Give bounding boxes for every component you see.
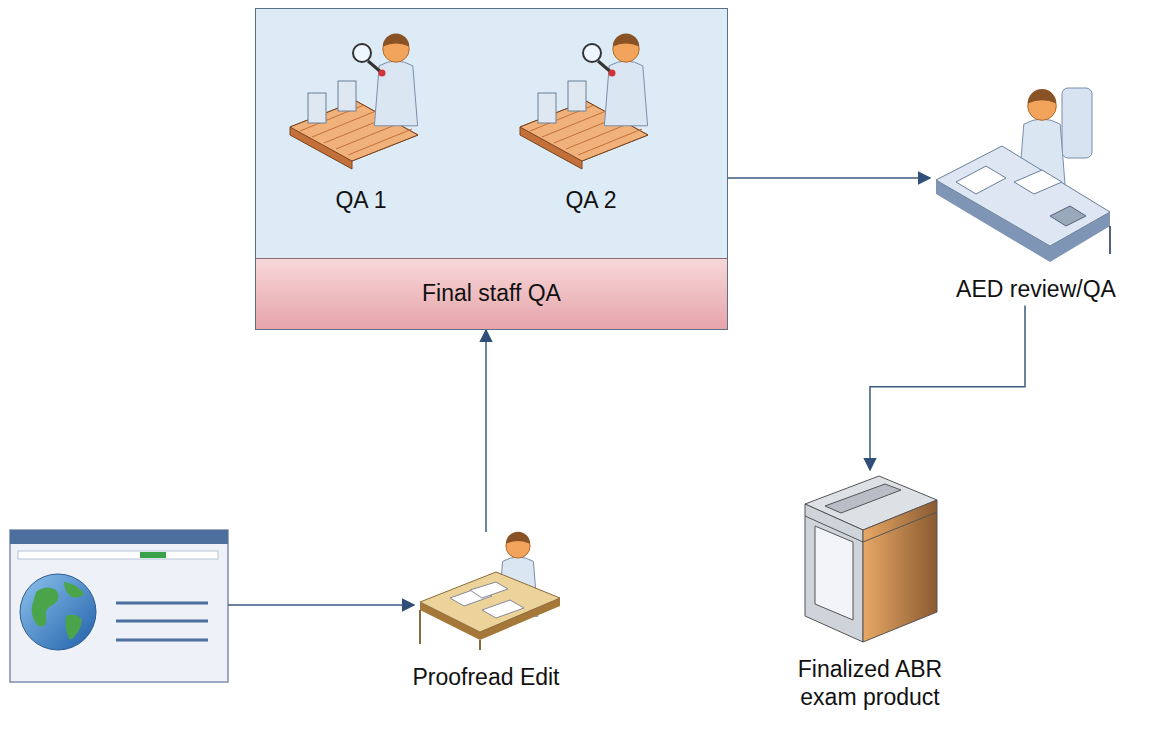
node-text: Proofread Edit (400, 664, 572, 692)
proofreader-icon (420, 532, 560, 650)
crate-front (805, 504, 863, 642)
icon (930, 86, 1142, 270)
qa-station: QA 2 (516, 31, 666, 215)
crate-edge (863, 512, 937, 542)
reviewer-icon (936, 88, 1110, 262)
node-label: Finalized ABR exam product (775, 656, 965, 711)
person-hair (1028, 89, 1057, 103)
document (1014, 170, 1062, 194)
text-line (116, 620, 208, 623)
product-box (308, 93, 326, 123)
node-label: QA 2 (516, 187, 666, 215)
crate-side (863, 500, 937, 642)
belt-roller (578, 129, 642, 155)
belt-roller (566, 123, 630, 149)
icon (400, 532, 572, 658)
crate-panel (815, 526, 853, 620)
crate-edge (805, 516, 863, 542)
crate-lid-band (825, 484, 901, 513)
conveyor-inspector (290, 33, 418, 169)
desk-top (420, 572, 560, 632)
qa-panel: Final staff QA QA 1 QA 2 (255, 8, 728, 330)
staff-band: Final staff QA (256, 258, 727, 329)
person-hair (383, 33, 409, 46)
icon (516, 31, 666, 181)
belt-roller (336, 123, 400, 149)
qa-station: QA 1 (286, 31, 436, 215)
person-body (604, 61, 647, 126)
icon (286, 31, 436, 181)
hand (609, 70, 616, 77)
node-label: AED review/QA (930, 276, 1142, 304)
belt-roller (348, 129, 412, 155)
desk-leg (479, 640, 481, 650)
text-line (116, 602, 208, 605)
magnifier-lens (583, 44, 601, 62)
progress-mark (140, 552, 166, 558)
product-box (538, 93, 556, 123)
window-frame (10, 530, 228, 682)
flow-arrow (870, 306, 1025, 470)
flow-arrow (485, 330, 487, 532)
text-line (116, 639, 208, 642)
web-page-icon (10, 530, 228, 682)
node-label: QA 1 (286, 187, 436, 215)
conveyor-inspector (520, 33, 648, 169)
node-text: AED review/QA (930, 276, 1142, 304)
paper (482, 600, 524, 618)
phone (1050, 206, 1086, 226)
continent (64, 582, 84, 640)
proofread-station: Proofread Edit (400, 532, 572, 692)
flow-arrow (728, 177, 930, 179)
title-bar (10, 530, 228, 544)
keyboard (956, 166, 1006, 194)
review-station: AED review/QA (930, 86, 1142, 304)
person-body (374, 61, 417, 126)
icon (775, 470, 965, 650)
desk-leg (419, 610, 421, 644)
desk-top (936, 146, 1110, 246)
node-text: Final staff QA (422, 280, 561, 308)
continent (32, 587, 59, 626)
node-label: Proofread Edit (400, 664, 572, 692)
person-hair (506, 532, 530, 544)
magnifier-lens (353, 44, 371, 62)
product-box (338, 81, 356, 111)
input-arrow (228, 604, 414, 606)
product-box (568, 81, 586, 111)
node-text: QA 2 (516, 187, 666, 215)
paper (470, 582, 508, 598)
chair-back (1062, 88, 1092, 158)
crate-icon (805, 476, 937, 642)
node-text: Finalized ABR exam product (775, 656, 965, 711)
node-text: QA 1 (286, 187, 436, 215)
address-bar (18, 551, 218, 559)
final-product: Finalized ABR exam product (775, 470, 965, 711)
globe (20, 574, 96, 650)
person-hair (613, 33, 639, 46)
hand (379, 70, 386, 77)
desk-leg (1109, 226, 1111, 254)
